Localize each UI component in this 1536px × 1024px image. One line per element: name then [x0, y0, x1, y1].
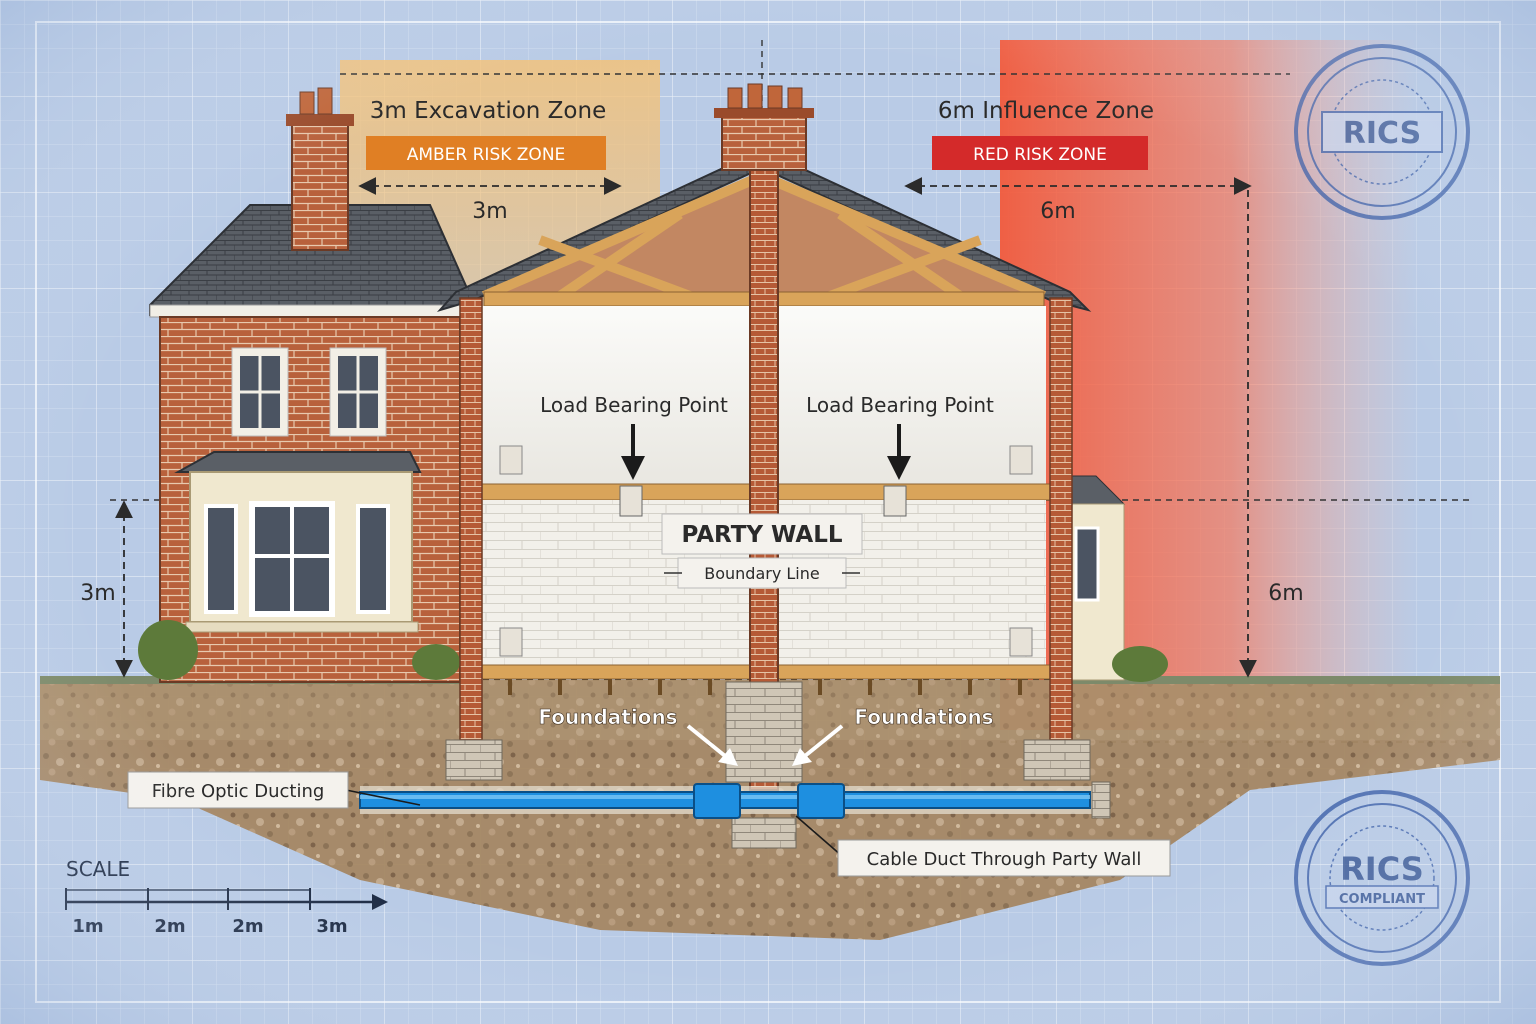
excavation-width-label: 3m: [472, 199, 507, 224]
influence-depth-label: 6m: [1268, 581, 1303, 606]
cable-duct-label: Cable Duct Through Party Wall: [867, 849, 1142, 870]
load-bearing-label-right: Load Bearing Point: [806, 393, 994, 417]
scale-tick-1: 1m: [72, 916, 103, 937]
amber-risk-badge: AMBER RISK ZONE: [407, 145, 566, 165]
influence-width-label: 6m: [1040, 199, 1075, 224]
excavation-zone-title: 3m Excavation Zone: [370, 98, 606, 124]
party-wall-chimney: [721, 111, 807, 171]
fibre-optic-duct: [359, 781, 1111, 819]
foundations-label-left: Foundations: [538, 705, 677, 729]
fibre-optic-label: Fibre Optic Ducting: [152, 781, 325, 802]
boundary-line-label: Boundary Line: [704, 564, 819, 583]
rics-stamp-bottom-sub: COMPLIANT: [1339, 892, 1425, 907]
scale-tick-4: 3m: [316, 916, 347, 937]
load-bearing-label-left: Load Bearing Point: [540, 393, 728, 417]
foundations-label-right: Foundations: [854, 705, 993, 729]
scale-title: SCALE: [66, 857, 130, 881]
influence-zone-title: 6m Influence Zone: [938, 98, 1154, 124]
scale-tick-2: 2m: [154, 916, 185, 937]
red-risk-badge: RED RISK ZONE: [973, 145, 1107, 165]
excavation-depth-label: 3m: [80, 581, 115, 606]
bay-window: [174, 451, 422, 633]
rics-stamp-top-text: RICS: [1343, 116, 1421, 151]
upper-window-right: [329, 347, 387, 437]
party-wall-label: PARTY WALL: [681, 522, 842, 548]
rics-stamp-bottom-text: RICS: [1340, 850, 1424, 888]
upper-window-left: [231, 347, 289, 437]
scale-tick-3: 2m: [232, 916, 263, 937]
left-chimney: [291, 119, 349, 251]
